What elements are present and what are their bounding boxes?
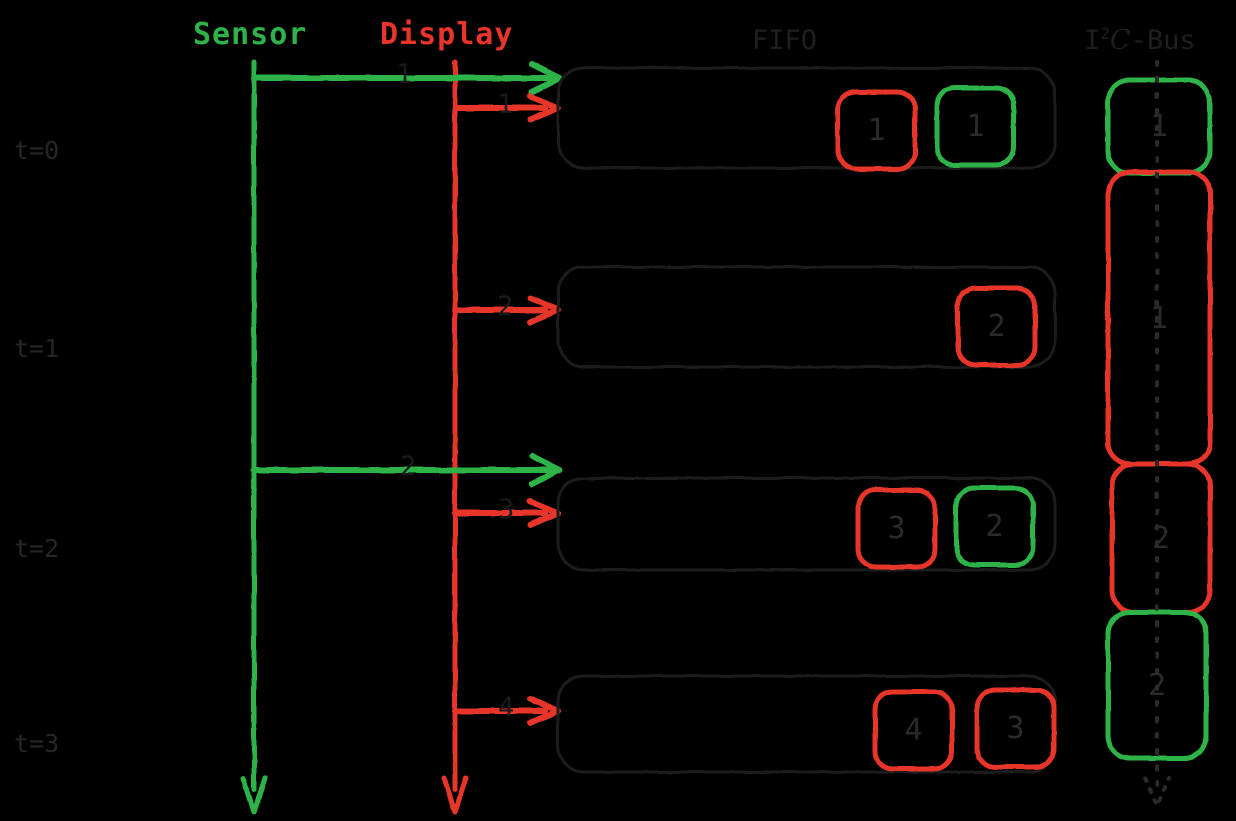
fifo-cell-box	[955, 285, 1038, 368]
message-arrow-display-t0	[452, 93, 561, 123]
i2c-slot-box	[1105, 609, 1209, 761]
i2c-slot-box	[1109, 461, 1213, 615]
fifo-row-container-t1	[556, 265, 1057, 369]
message-arrow-sensor-t2	[251, 453, 563, 487]
fifo-cell-box	[835, 89, 918, 172]
fifo-row-container-t0	[556, 66, 1057, 170]
sensor-lifeline	[240, 59, 268, 815]
fifo-row-container-t2	[556, 476, 1057, 572]
message-arrow-sensor-t0	[251, 61, 563, 95]
fifo-cell-box	[953, 485, 1036, 568]
display-lifeline	[441, 59, 469, 815]
fifo-cell-box	[974, 687, 1057, 770]
message-arrow-display-t1	[452, 295, 561, 325]
message-arrow-display-t2	[452, 498, 561, 528]
message-arrow-display-t3	[452, 696, 561, 726]
fifo-cell-box	[855, 487, 938, 570]
fifo-cell-box	[872, 689, 955, 772]
fifo-cell-box	[934, 85, 1017, 168]
i2c-bus-dotted-line	[1143, 60, 1171, 808]
